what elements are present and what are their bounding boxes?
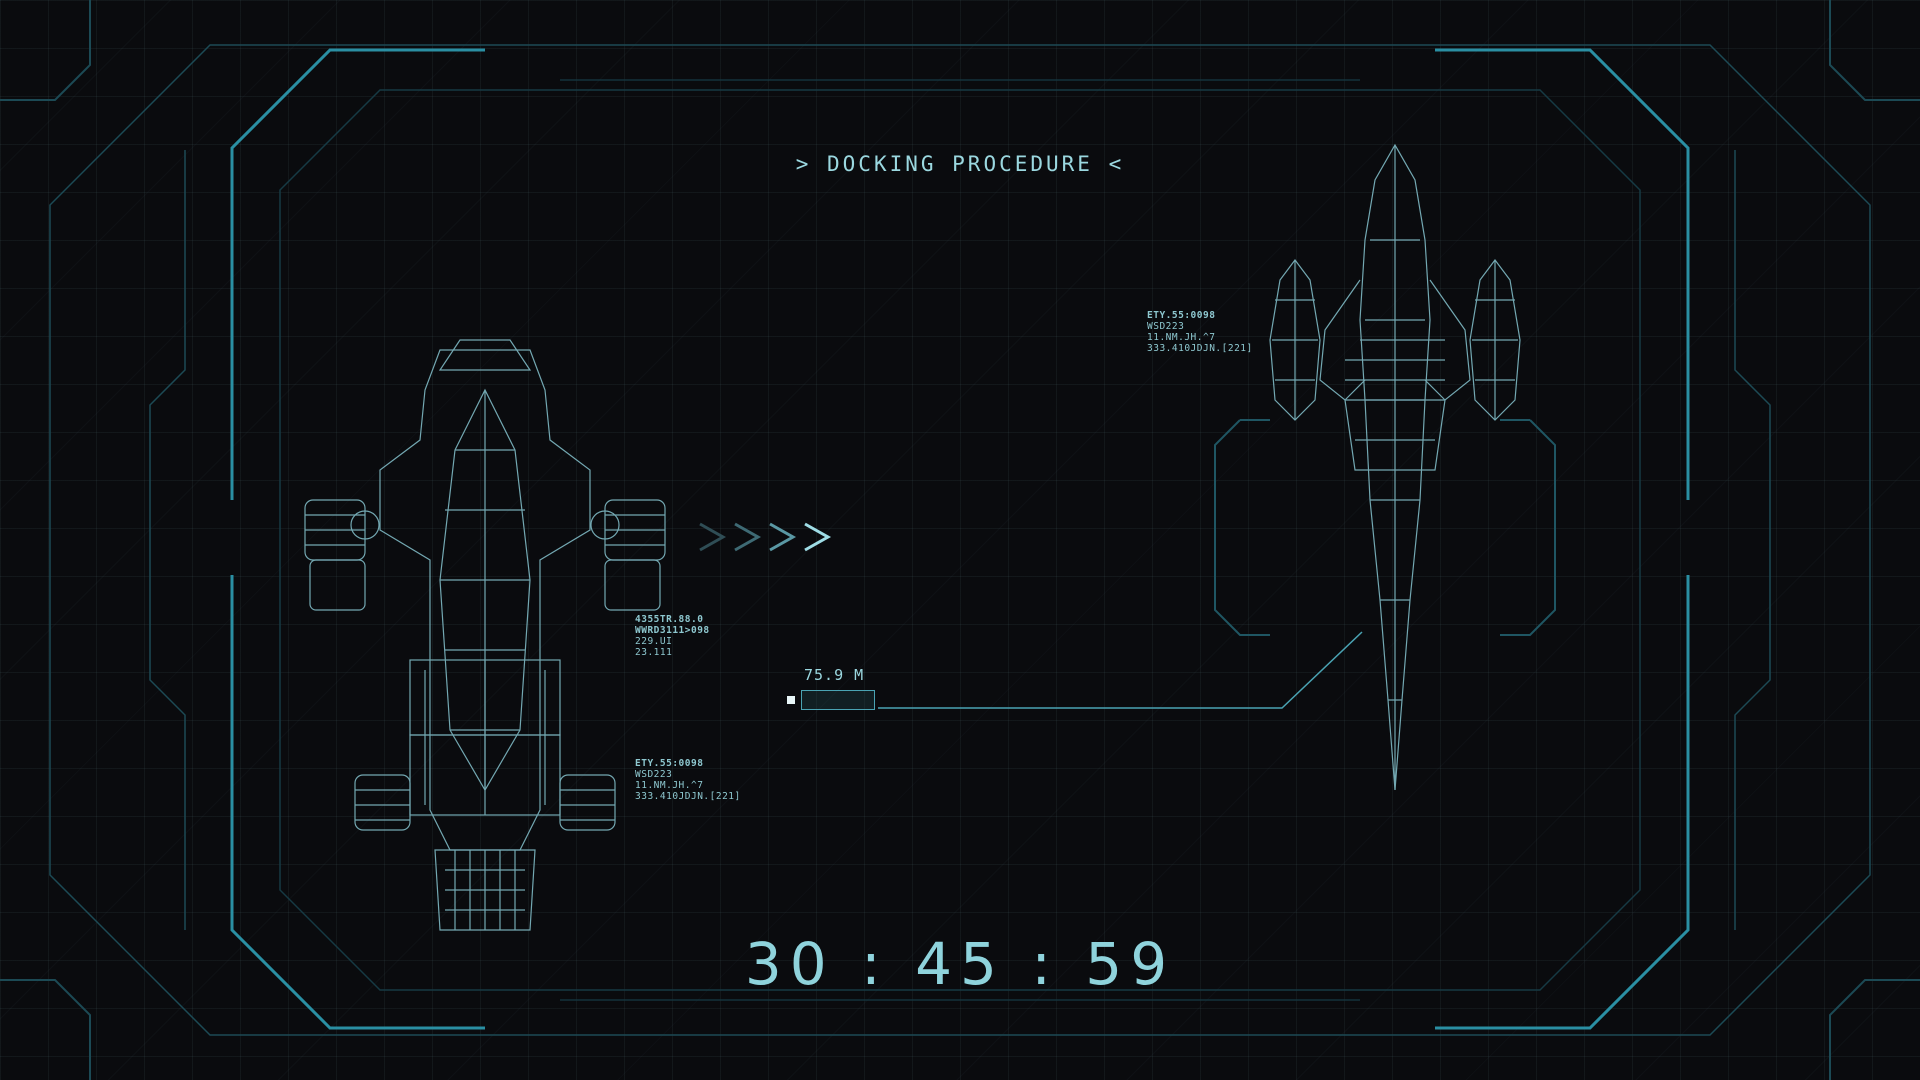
distance-bar: [801, 690, 875, 710]
readout-line: 333.410JDJN.[221]: [1147, 343, 1253, 354]
distance-readout: 75.9 M: [804, 666, 865, 684]
readout-line: 11.NM.JH.^7: [1147, 332, 1216, 343]
readout-line: 11.NM.JH.^7: [635, 780, 704, 791]
readout-line: ETY.55:0098: [635, 758, 704, 769]
readout-line: WSD223: [635, 769, 673, 780]
readout-left-lower: ETY.55:0098 WSD223 11.NM.JH.^7 333.410JD…: [635, 758, 741, 802]
chevron-right-icon: [699, 522, 832, 552]
readout-line: WWRD3111>098: [635, 625, 710, 636]
readout-left-upper: 4355TR.88.0 WWRD3111>098 229.UI 23.111: [635, 614, 710, 658]
countdown-timer: 30 : 45 : 59: [744, 930, 1176, 998]
target-ship-wireframe: [1269, 143, 1521, 790]
readout-line: 23.111: [635, 647, 673, 658]
page-title: > DOCKING PROCEDURE <: [795, 152, 1125, 176]
readout-line: WSD223: [1147, 321, 1185, 332]
readout-right: ETY.55:0098 WSD223 11.NM.JH.^7 333.410JD…: [1147, 310, 1253, 354]
square-dot-icon: [787, 696, 795, 704]
readout-line: 229.UI: [635, 636, 673, 647]
readout-line: 333.410JDJN.[221]: [635, 791, 741, 802]
docking-ship-wireframe: [304, 339, 666, 931]
approach-arrows: [699, 522, 832, 552]
readout-line: 4355TR.88.0: [635, 614, 704, 625]
readout-line: ETY.55:0098: [1147, 310, 1216, 321]
